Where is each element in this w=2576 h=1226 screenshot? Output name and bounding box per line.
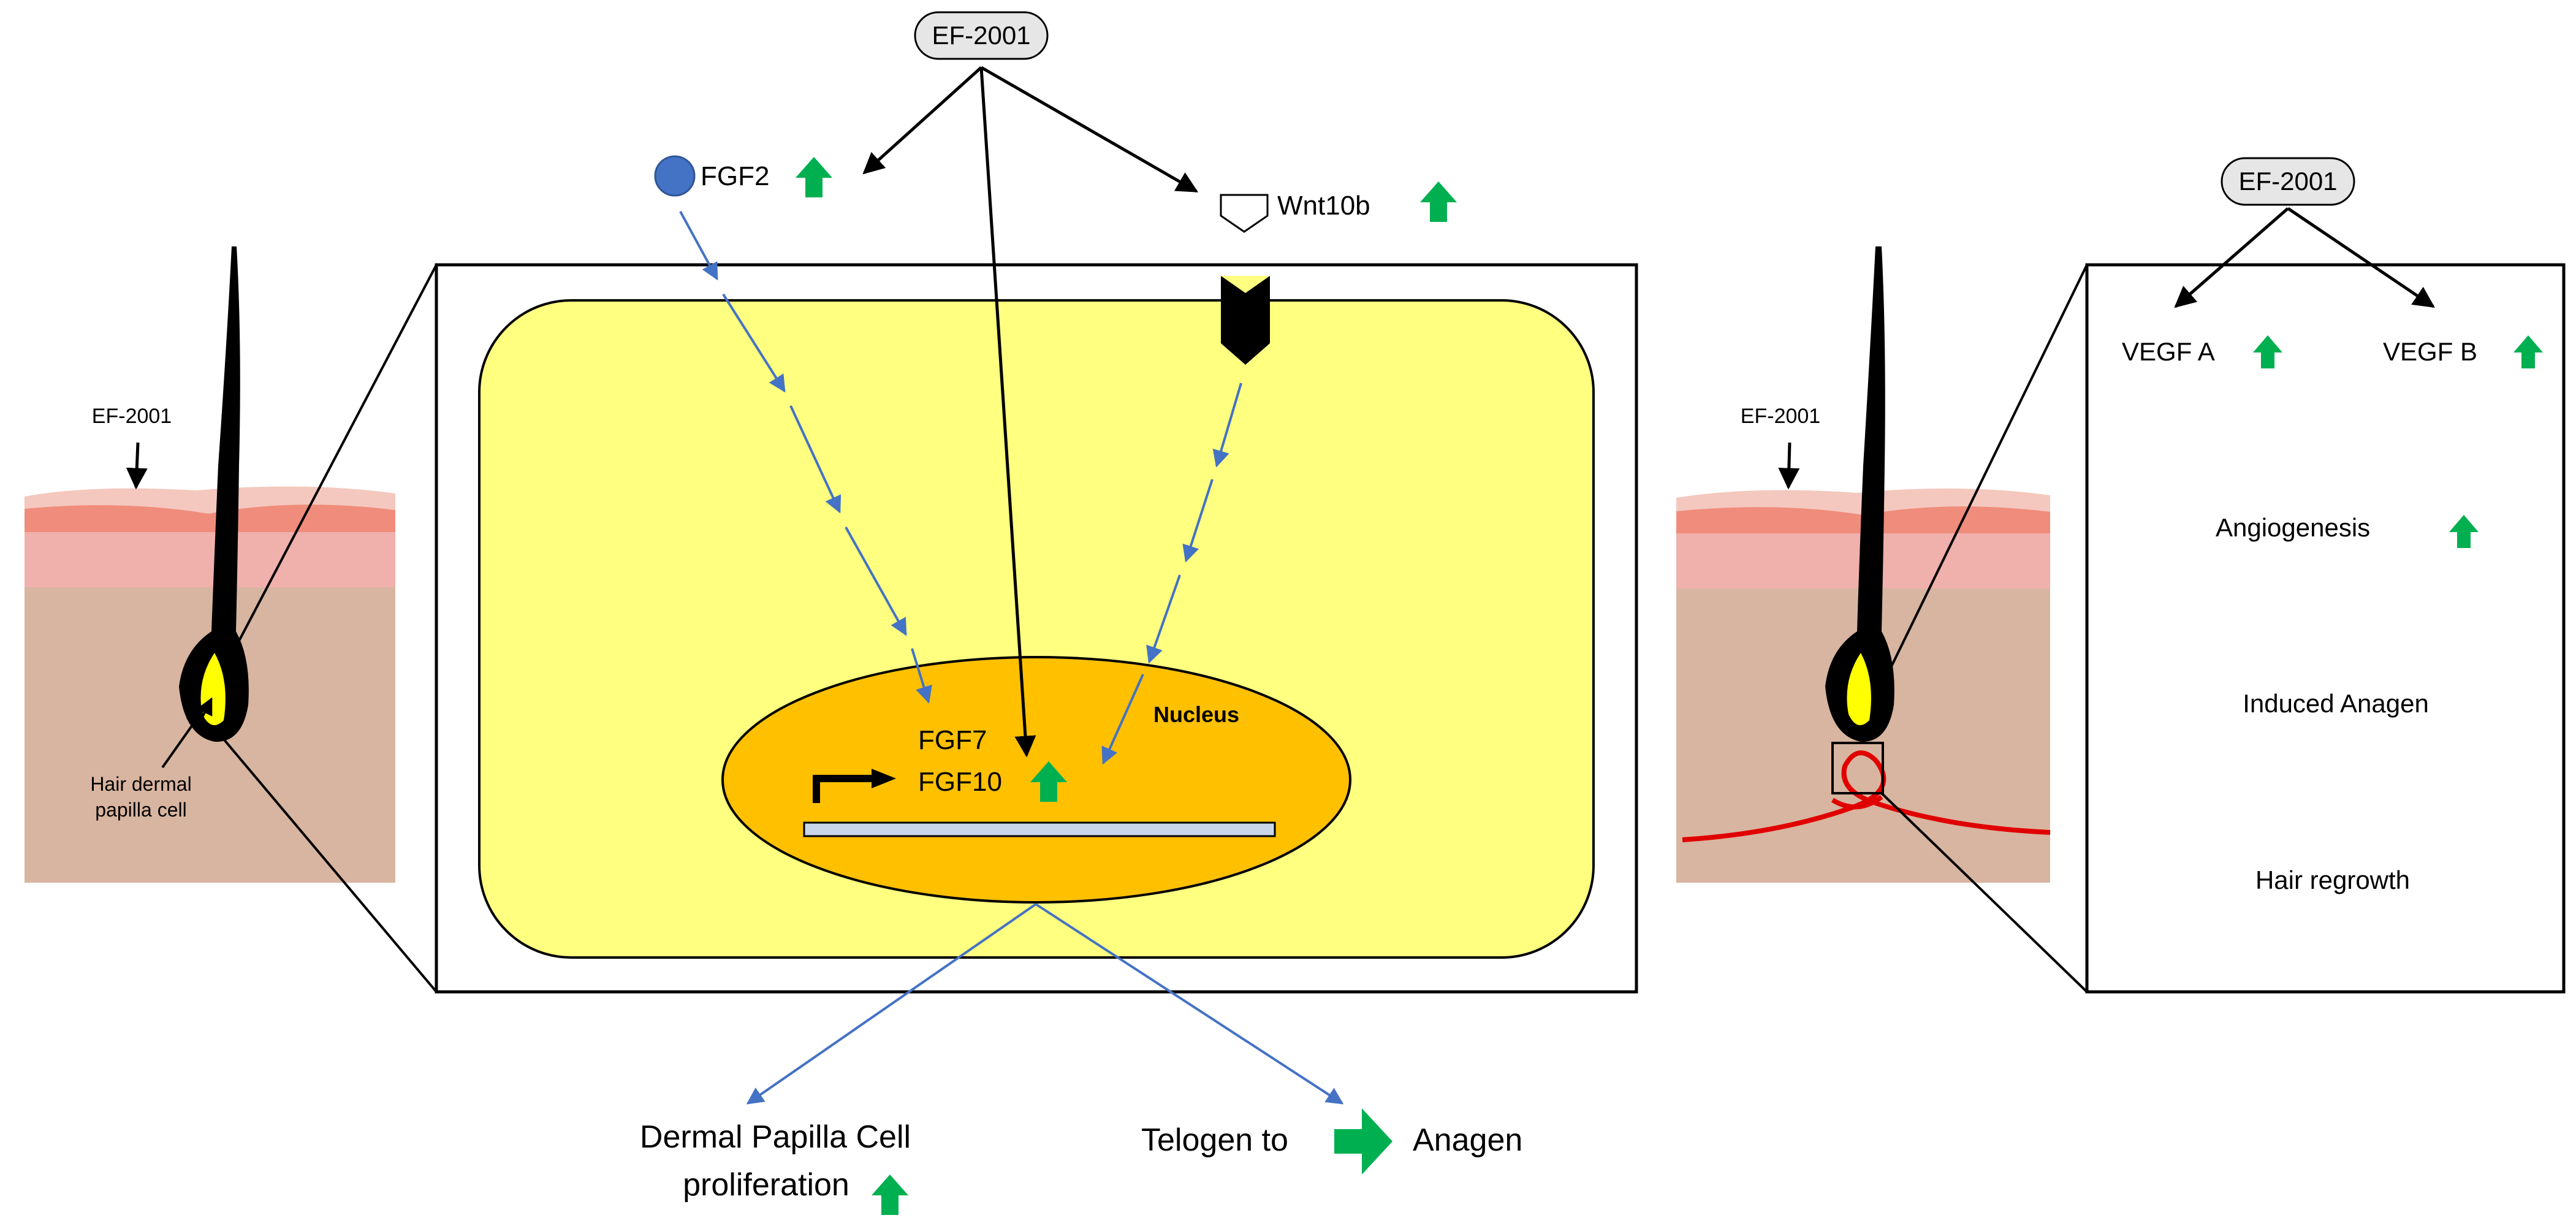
ef2001-to-fgf2-arrow [862,66,982,175]
fgf7-label: FGF7 [918,725,987,755]
hdpc-pointer-arrow [161,709,203,769]
right-ef2001-label: EF-2001 [1741,405,1820,428]
vessel-zoom-square [1831,742,1884,794]
fgf10-label: FGF10 [918,767,1002,797]
hdpc-label-line1: Hair dermal [90,773,191,795]
left-hair-follicle [179,246,249,742]
right-info-box: EF-2001 VEGF A VEGF B Angiogenesis Induc… [2085,157,2566,994]
dpc-up-arrow-icon [872,1175,908,1215]
hair-regrowth-label: Hair regrowth [2255,866,2410,894]
zoom-line-bottom-right [1880,792,2088,993]
main-zoom-box: Nucleus FGF7 FGF10 [435,263,1638,994]
to-dpc-proliferation-arrow [746,903,1037,1105]
angiogenesis-label: Angiogenesis [2216,513,2370,542]
ef2001-to-nucleus-arrow [979,67,1036,758]
wnt10b-label: Wnt10b [1277,191,1370,221]
wnt10b-up-arrow-icon [1420,181,1457,222]
wnt10b-signal-path [1101,383,1242,765]
blood-vessel [1682,750,2051,842]
blue-circle-icon [654,155,696,197]
left-skin-section: EF-2001 Hair dermal papilla cell [25,246,438,993]
right-ef2001-arrow [1778,442,1800,490]
dermis-layer [25,532,395,588]
nucleus-label: Nucleus [1153,702,1239,727]
zoom-line-bottom-left [219,734,438,993]
ef2001-top-label: EF-2001 [932,21,1030,50]
dpc-label-line1: Dermal Papilla Cell [640,1119,911,1155]
ef2001-to-wnt10b-arrow [980,66,1199,193]
zoom-line-top-left [235,264,438,647]
left-ef2001-arrow [126,442,148,490]
pentagon-ligand-icon [1220,194,1269,233]
fgf2-up-arrow-icon [796,157,832,197]
induced-anagen-label: Induced Anagen [2243,689,2429,718]
ef2001-right-pill [2221,157,2355,206]
telogen-label: Telogen to [1141,1122,1288,1158]
black-receptor-icon [1221,276,1270,365]
fgf2-signal-path [679,211,932,704]
hdpc-label-line2: papilla cell [95,799,186,821]
ef2001-to-vegfb-arrow [2287,207,2435,308]
vegfa-label: VEGF A [2122,337,2215,366]
ef2001-right-label: EF-2001 [2238,167,2337,196]
promoter-arrow-icon [813,769,896,803]
dpc-label-line2: proliferation [683,1167,849,1203]
ef2001-to-vegfa-arrow [2174,207,2289,308]
fgf2-label: FGF2 [701,161,769,191]
right-hair-follicle [1825,246,1894,742]
right-skin-section: EF-2001 [1676,246,2088,993]
anagen-label: Anagen [1413,1122,1522,1158]
ef2001-top-pill [914,11,1049,60]
vegfb-label: VEGF B [2383,337,2477,366]
dna-strand [803,821,1276,837]
right-info-frame [2085,263,2566,994]
to-anagen-arrow [1035,903,1344,1105]
green-right-arrow-icon [1334,1108,1392,1175]
left-ef2001-label: EF-2001 [92,405,172,428]
epidermis-layer [25,504,395,533]
zoom-line-top-right [1880,264,2088,687]
